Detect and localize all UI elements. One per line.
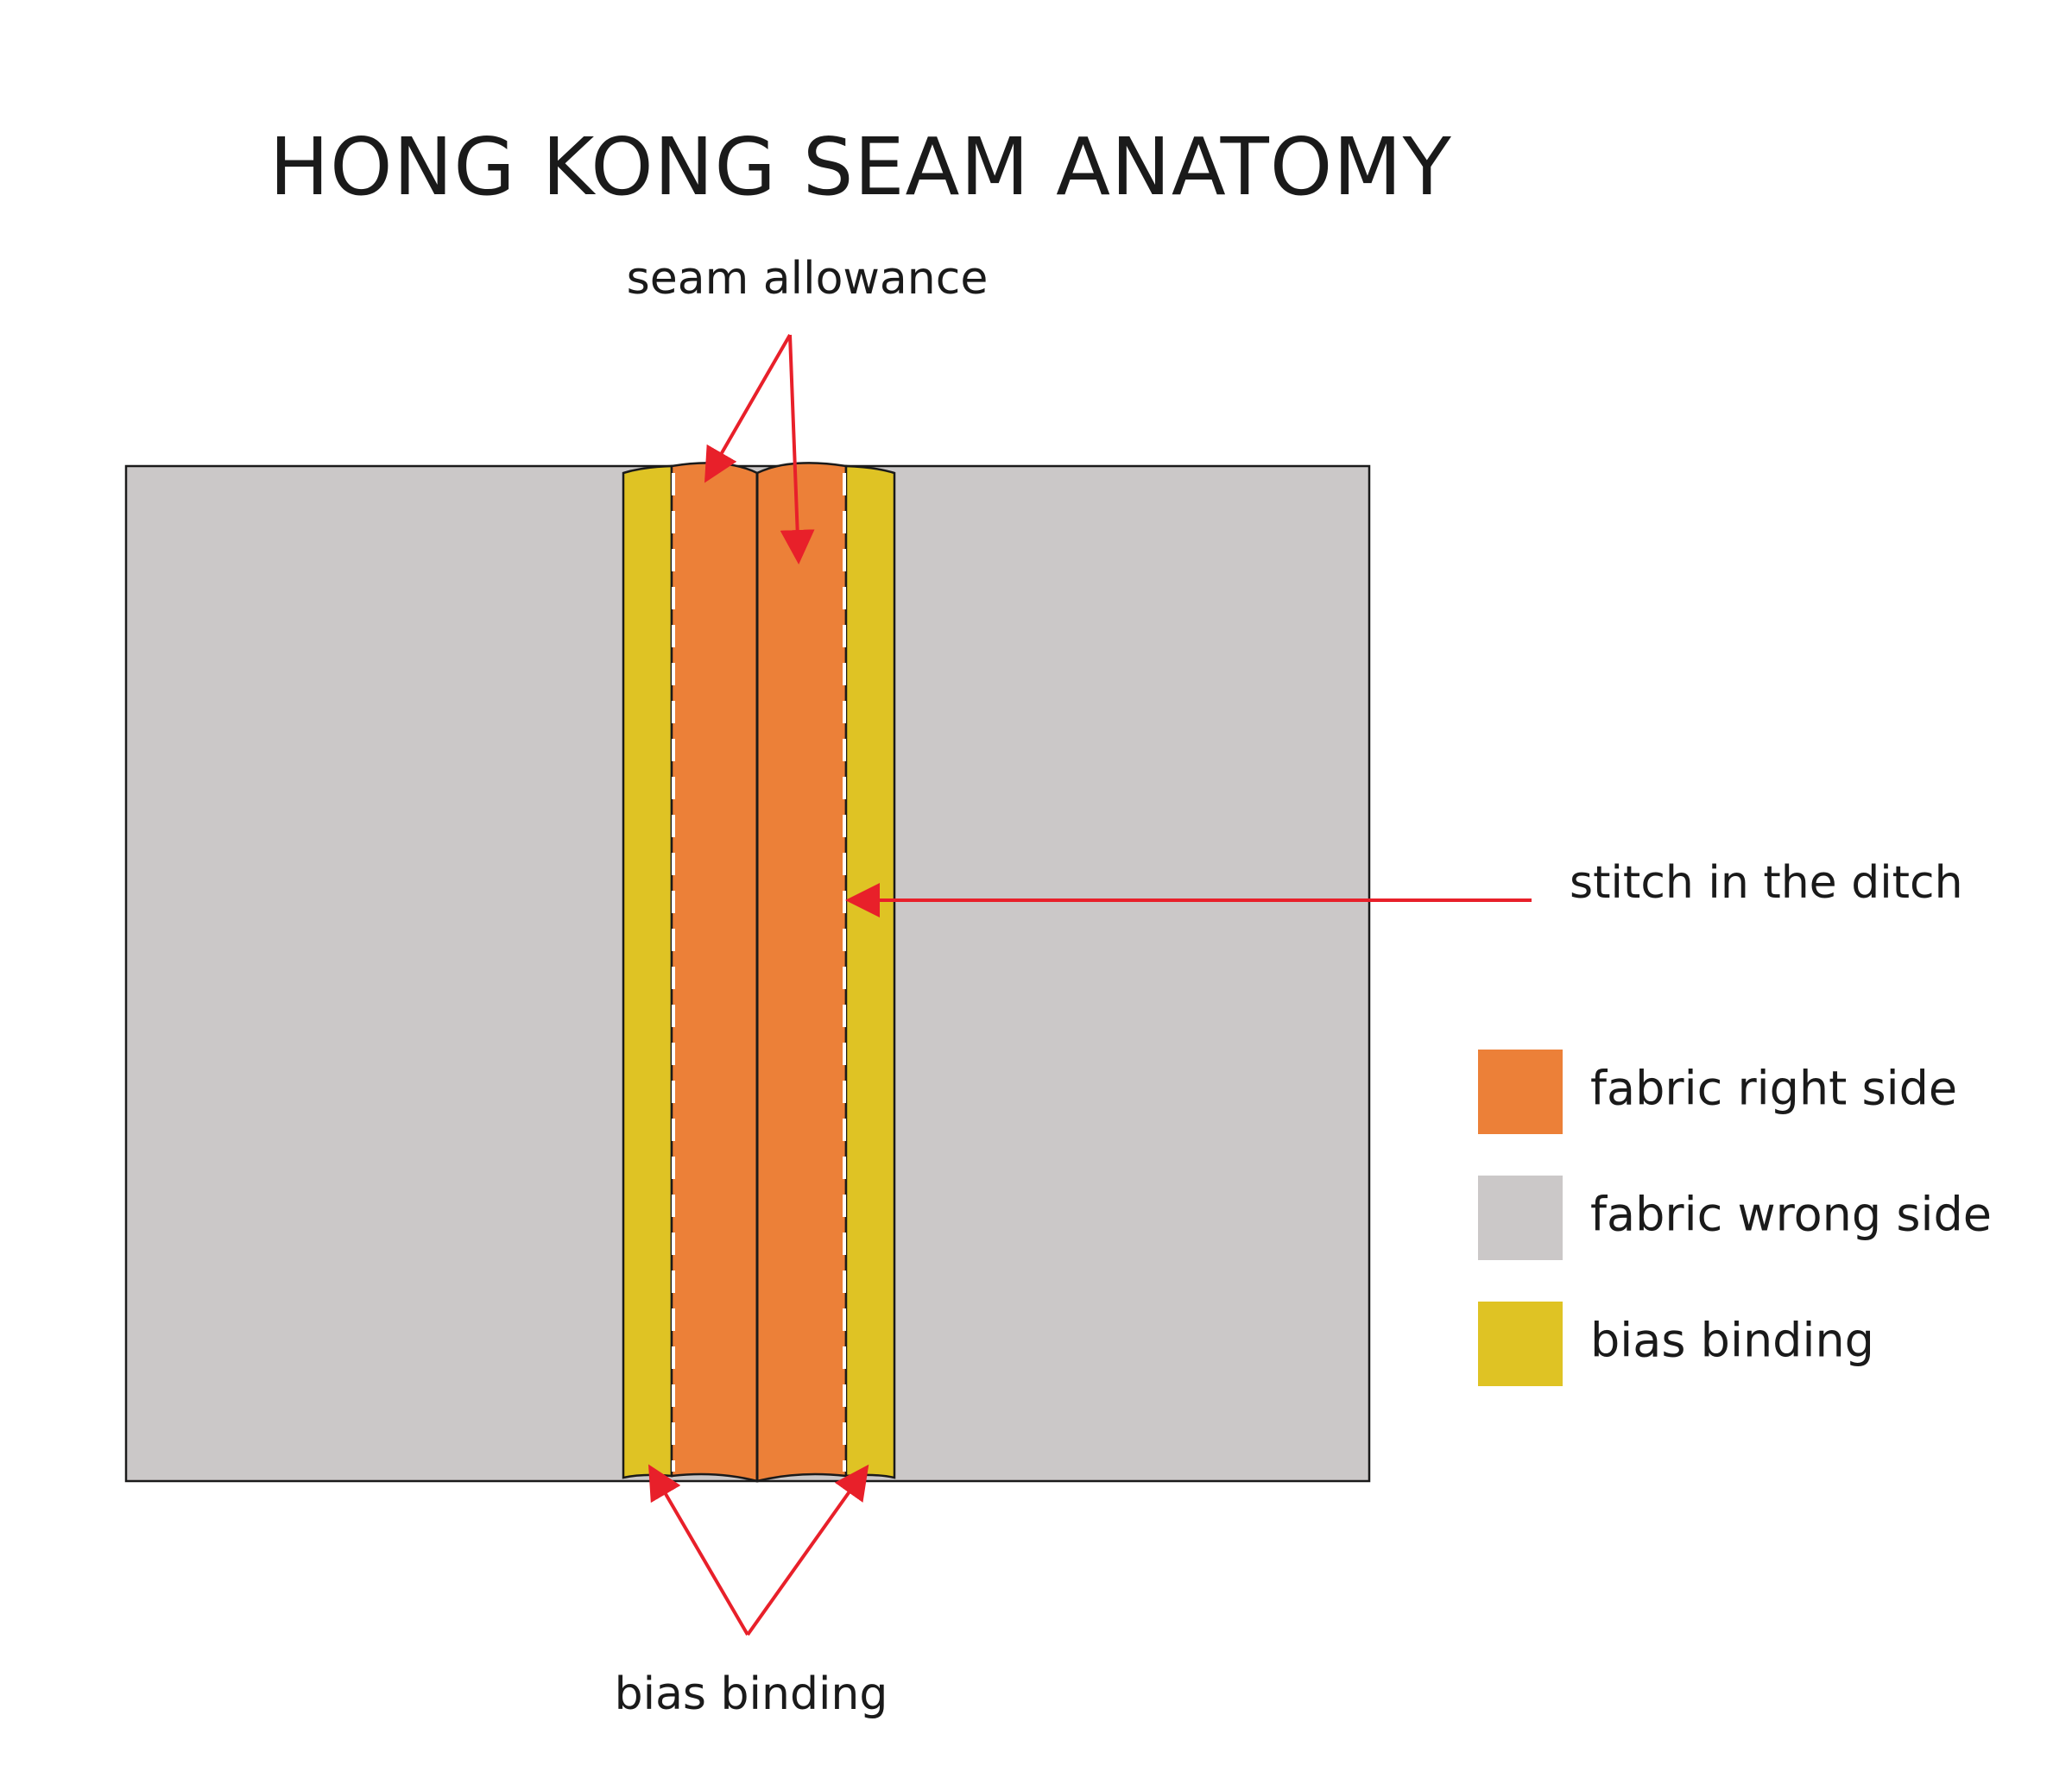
seam-allowance-arrow-right: [780, 334, 815, 564]
legend-label-fabric-wrong-side: fabric wrong side: [1590, 1188, 1992, 1242]
legend: fabric right side fabric wrong side bias…: [1478, 1050, 1992, 1386]
stitch-in-the-ditch-label: stitch in the ditch: [1570, 857, 1963, 909]
seam-allowance-arrow-left: [704, 333, 792, 483]
legend-swatch-fabric-right-side: [1478, 1050, 1563, 1134]
legend-label-fabric-right-side: fabric right side: [1590, 1062, 1957, 1116]
right-bias-binding-strip: [844, 464, 896, 1479]
diagram-title: HONG KONG SEAM ANATOMY: [269, 121, 1452, 213]
legend-swatch-bias-binding: [1478, 1302, 1563, 1386]
left-seam-allowance: [670, 462, 759, 1483]
legend-label-bias-binding: bias binding: [1590, 1314, 1874, 1368]
left-bias-binding-strip: [622, 464, 673, 1479]
seam-allowance-label: seam allowance: [627, 253, 989, 305]
legend-swatch-fabric-wrong-side: [1478, 1176, 1563, 1260]
right-seam-allowance: [755, 462, 848, 1483]
bias-binding-arrow-left: [648, 1464, 749, 1636]
bias-binding-label: bias binding: [615, 1668, 888, 1720]
bias-binding-arrow-right: [746, 1464, 869, 1636]
